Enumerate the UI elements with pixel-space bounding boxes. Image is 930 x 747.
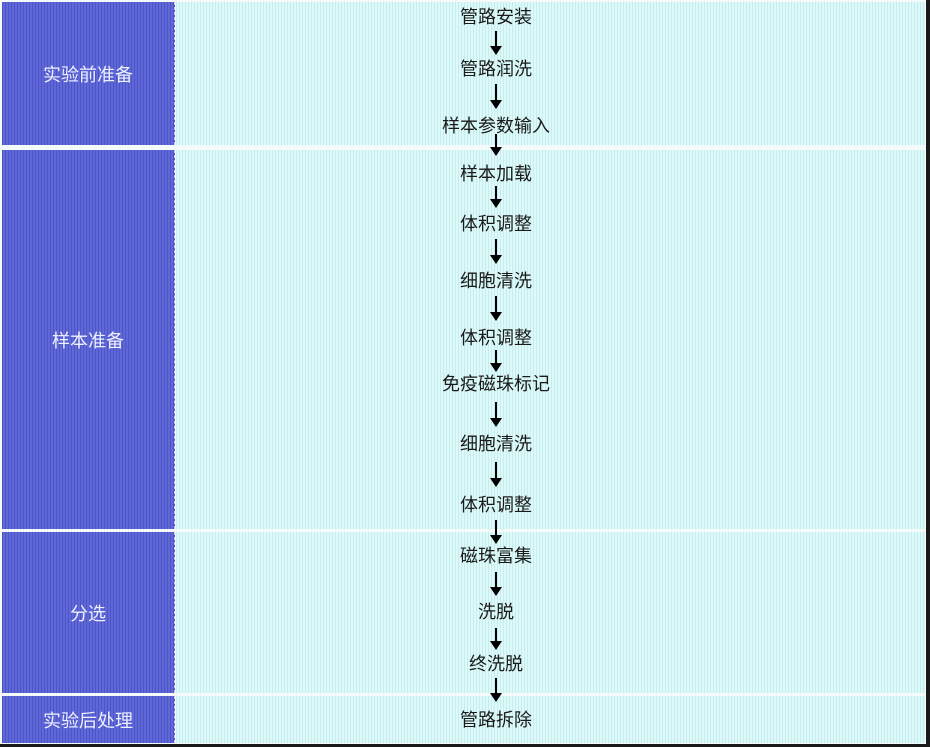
step-box: 样本参数输入: [442, 116, 550, 137]
stage-label: 实验后处理: [43, 710, 133, 732]
stage-sample-prep: 样本准备: [2, 150, 175, 529]
step-box: 免疫磁珠标记: [442, 374, 550, 395]
step-box: 体积调整: [460, 214, 532, 235]
arrow-down-icon: [490, 402, 502, 427]
step-box: 管路润洗: [460, 59, 532, 80]
step-box: 管路拆除: [460, 710, 532, 731]
arrow-down-icon: [490, 678, 502, 702]
step-box: 终洗脱: [469, 654, 523, 675]
lane-sorting: [176, 532, 925, 693]
step-box: 细胞清洗: [460, 271, 532, 292]
stage-sorting: 分选: [2, 532, 175, 693]
arrow-down-icon: [490, 84, 502, 109]
step-box: 管路安装: [460, 7, 532, 28]
stage-post-experiment: 实验后处理: [2, 696, 175, 743]
arrow-down-icon: [490, 572, 502, 596]
step-box: 样本加载: [460, 164, 532, 185]
stage-label: 实验前准备: [43, 64, 133, 86]
step-box: 体积调整: [460, 495, 532, 516]
stage-pre-experiment: 实验前准备: [2, 2, 175, 145]
step-box: 体积调整: [460, 328, 532, 349]
lane-pre-experiment: [176, 2, 925, 145]
stage-label: 分选: [70, 603, 106, 625]
arrow-down-icon: [490, 31, 502, 55]
arrow-down-icon: [490, 520, 502, 544]
arrow-down-icon: [490, 296, 502, 321]
arrow-down-icon: [490, 628, 502, 650]
arrow-down-icon: [490, 186, 502, 208]
step-box: 磁珠富集: [460, 546, 532, 567]
step-box: 洗脱: [478, 602, 514, 623]
arrow-down-icon: [490, 239, 502, 264]
lane-sample-prep: [176, 150, 925, 529]
arrow-down-icon: [490, 462, 502, 487]
step-box: 细胞清洗: [460, 434, 532, 455]
arrow-down-icon: [490, 350, 502, 372]
lane-post-experiment: [176, 696, 925, 743]
stage-label: 样本准备: [52, 330, 124, 352]
arrow-down-icon: [490, 134, 502, 156]
